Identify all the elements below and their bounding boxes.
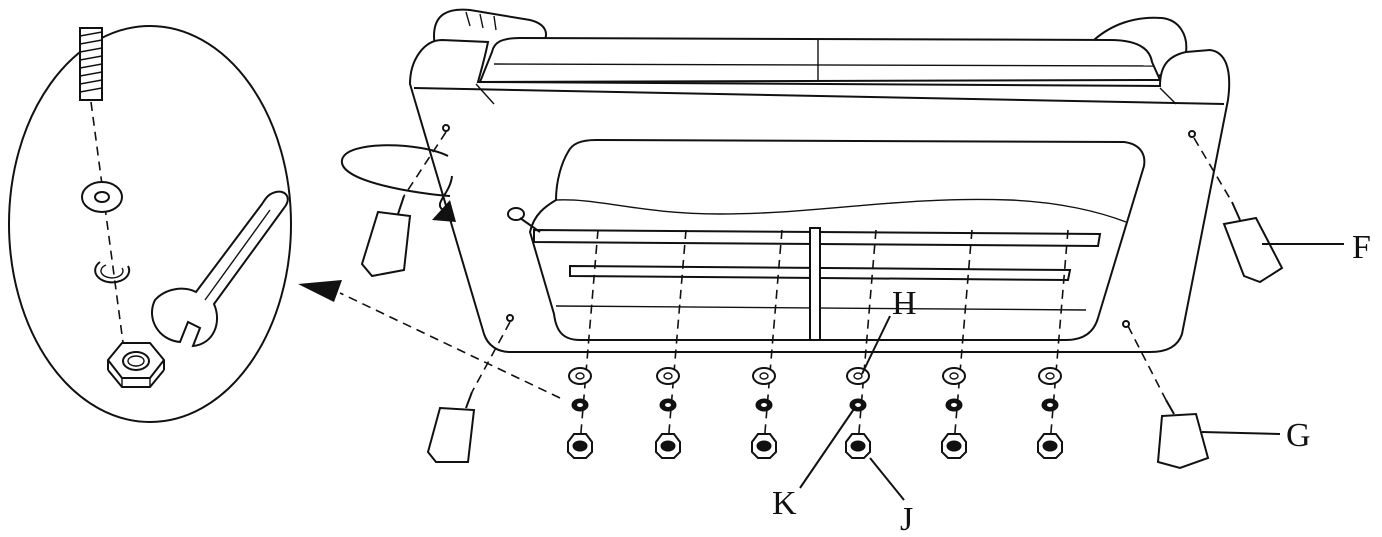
hex-nut-bore <box>946 440 962 452</box>
leg-top-left <box>360 131 447 278</box>
flat-washer <box>568 367 592 385</box>
detail-pointer-arrow <box>298 280 561 399</box>
lock-washer-hole <box>577 403 583 407</box>
hex-nut-bore <box>572 440 588 452</box>
sofa-handle <box>507 207 541 233</box>
hex-nut-bore <box>756 440 772 452</box>
flat-washer-hole <box>853 372 863 380</box>
hardware-stack-2 <box>655 229 687 459</box>
wrench <box>150 190 289 348</box>
hardware-stack-6 <box>1037 229 1069 459</box>
hardware-stack-3 <box>751 229 783 459</box>
flat-washer-hole <box>1045 372 1055 380</box>
sofa-frame-rails <box>533 227 1102 341</box>
flat-washer-hole <box>663 372 673 380</box>
detail-oval <box>8 25 292 423</box>
label-F: F <box>1352 229 1371 266</box>
hardware-axis-dash <box>579 229 599 445</box>
flat-washer <box>942 367 966 385</box>
flat-washer <box>752 367 776 385</box>
threaded-bolt <box>79 27 103 101</box>
sofa-upside-down <box>408 8 1231 353</box>
lock-washer-hole <box>855 403 861 407</box>
hardware-stack-5 <box>941 229 973 459</box>
lock-washer-hole <box>761 403 767 407</box>
lock-washer-hole <box>951 403 957 407</box>
flat-washer <box>1038 367 1062 385</box>
detail-axis-dash <box>90 101 125 351</box>
hardware-columns <box>567 229 1069 459</box>
leg-bottom-right-G <box>1127 325 1210 470</box>
flat-washer-hole <box>575 372 585 380</box>
flat-washer-hole <box>949 372 959 380</box>
detail-hex-nut <box>106 342 166 388</box>
detail-flat-washer <box>81 181 123 213</box>
hardware-stack-4 <box>845 229 877 459</box>
leg-top-right-F <box>1193 137 1284 284</box>
flat-washer <box>846 367 870 385</box>
hardware-axis-dash <box>763 229 783 445</box>
hardware-axis-dash <box>1049 229 1069 445</box>
leader-lines <box>799 243 1344 501</box>
detail-callout <box>8 25 292 423</box>
hex-nut-bore <box>660 440 676 452</box>
rotate-arrow-icon <box>340 144 456 222</box>
lock-washer-hole <box>1047 403 1053 407</box>
flat-washer-hole <box>759 372 769 380</box>
leg-bottom-left <box>426 321 511 463</box>
label-K: K <box>772 485 797 522</box>
hex-nut-bore <box>850 440 866 452</box>
hardware-stack-1 <box>567 229 599 459</box>
sofa-seat-cushions <box>478 36 1162 84</box>
hardware-axis-dash <box>667 229 687 445</box>
hardware-axis-dash <box>953 229 973 445</box>
label-G: G <box>1286 417 1311 454</box>
flat-washer <box>656 367 680 385</box>
detail-lock-washer <box>94 261 131 284</box>
lock-washer-hole <box>665 403 671 407</box>
label-H: H <box>892 285 917 322</box>
left-arm-ribs <box>465 11 497 31</box>
corner-bolt-holes <box>442 124 1196 328</box>
label-J: J <box>900 501 913 537</box>
hex-nut-bore <box>1042 440 1058 452</box>
hardware-axis-dash <box>857 229 877 445</box>
